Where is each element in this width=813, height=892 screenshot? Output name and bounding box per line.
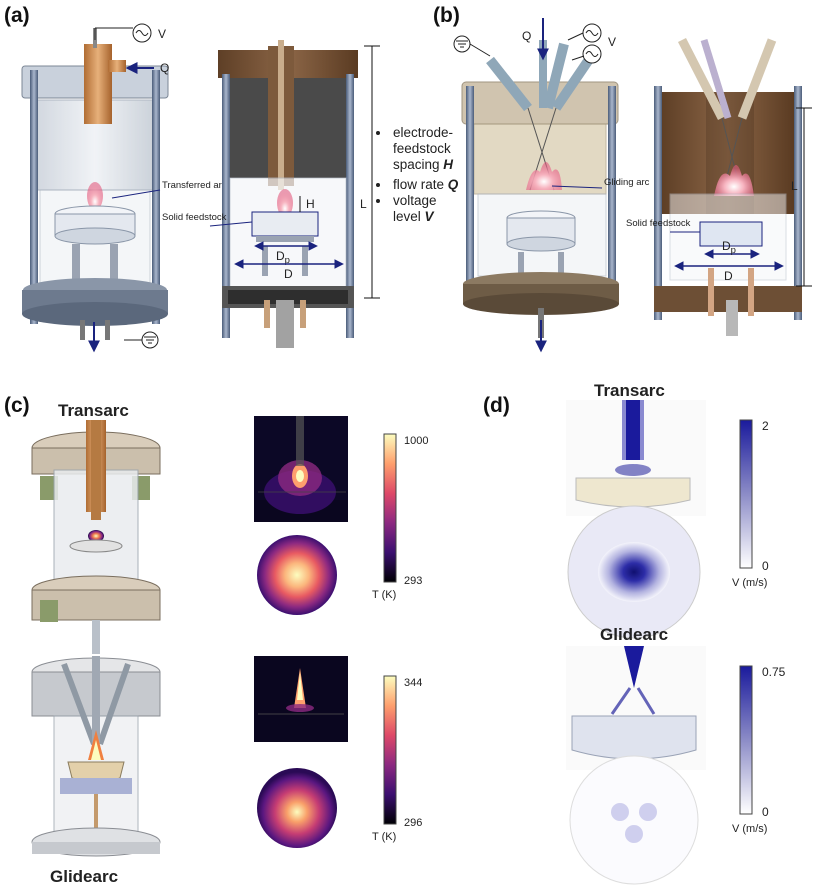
flow-label-a: Q — [160, 61, 169, 75]
glidearc-cross-section — [654, 37, 802, 336]
L-label-a: L — [360, 197, 367, 211]
glidearc-reactor-render — [461, 18, 619, 353]
glidearc-velocity-side-view — [566, 646, 706, 770]
D-label-b: D — [724, 269, 733, 283]
transarc-title-c: Transarc — [58, 401, 129, 420]
voltage-source-icons-b — [567, 23, 602, 64]
transarc-velocity-side-view — [566, 400, 706, 516]
glidearc-temperature-side-view — [254, 656, 348, 742]
transarc-reactor-render — [21, 28, 169, 353]
bullet-voltage: voltage level V — [393, 193, 440, 224]
transarc-temperature-side-view — [254, 416, 348, 522]
glidearc-title-d: Glidearc — [600, 625, 668, 644]
bullet-spacing: electrode- feedstock spacing H — [393, 125, 457, 172]
D-label-a: D — [284, 267, 293, 281]
vel-scale-top-unit: V (m/s) — [732, 577, 767, 589]
voltage-label-b: V — [608, 35, 616, 49]
panel-c-letter: (c) — [4, 394, 30, 417]
panel-d-letter: (d) — [483, 394, 510, 417]
temperature-colorbar-top — [383, 433, 397, 583]
glidearc-cad-render — [31, 656, 161, 857]
bullet-flow: flow rate Q — [393, 177, 459, 192]
ground-icon — [453, 35, 491, 57]
vel-scale-top-min: 0 — [762, 559, 769, 573]
parameter-bullet-list: electrode- feedstock spacing H flow rate… — [376, 125, 459, 224]
glidearc-velocity-top-view — [569, 755, 699, 885]
voltage-label-a: V — [158, 27, 166, 41]
vel-scale-bottom-unit: V (m/s) — [732, 823, 767, 835]
panel-d: (d) Transarc 2 0 V (m/s) Glidearc 0.75 — [483, 381, 786, 885]
Dp-label-b: Dp — [722, 239, 736, 256]
velocity-colorbar-top — [739, 419, 753, 569]
transarc-temperature-top-view — [257, 535, 337, 615]
panel-b-letter: (b) — [433, 4, 460, 27]
transarc-cross-section — [218, 40, 358, 348]
temp-scale-top-min: 293 — [404, 575, 422, 587]
transarc-cad-render — [31, 420, 161, 654]
temp-scale-top-max: 1000 — [404, 435, 428, 447]
panel-a-letter: (a) — [4, 4, 30, 27]
panel-b: (b) — [433, 4, 812, 353]
transarc-velocity-core — [598, 542, 670, 602]
panel-a: (a) — [4, 4, 380, 353]
vel-scale-bottom-max: 0.75 — [762, 665, 786, 679]
panel-c: (c) Transarc — [4, 394, 428, 886]
temp-scale-bottom-max: 344 — [404, 677, 422, 689]
vel-scale-top-max: 2 — [762, 419, 769, 433]
H-label: H — [306, 197, 315, 211]
temp-scale-bottom-min: 296 — [404, 817, 422, 829]
transferred-arc-label: Transferred arc — [162, 180, 227, 191]
gliding-arc-label: Gliding arc — [604, 177, 650, 188]
velocity-colorbar-bottom — [739, 665, 753, 815]
temp-scale-top-unit: T (K) — [372, 589, 396, 601]
solid-feedstock-label-b: Solid feedstock — [626, 218, 691, 229]
temp-scale-bottom-unit: T (K) — [372, 831, 396, 843]
temperature-colorbar-bottom — [383, 675, 397, 825]
vel-scale-bottom-min: 0 — [762, 805, 769, 819]
glidearc-title-c: Glidearc — [50, 867, 118, 886]
glidearc-temperature-top-view — [257, 768, 337, 848]
solid-feedstock-label-a: Solid feedstock — [162, 212, 227, 223]
L-label-b: L — [791, 179, 798, 193]
transarc-title-d: Transarc — [594, 381, 665, 400]
flow-label-b: Q — [522, 29, 531, 43]
voltage-source-icon — [94, 23, 152, 43]
